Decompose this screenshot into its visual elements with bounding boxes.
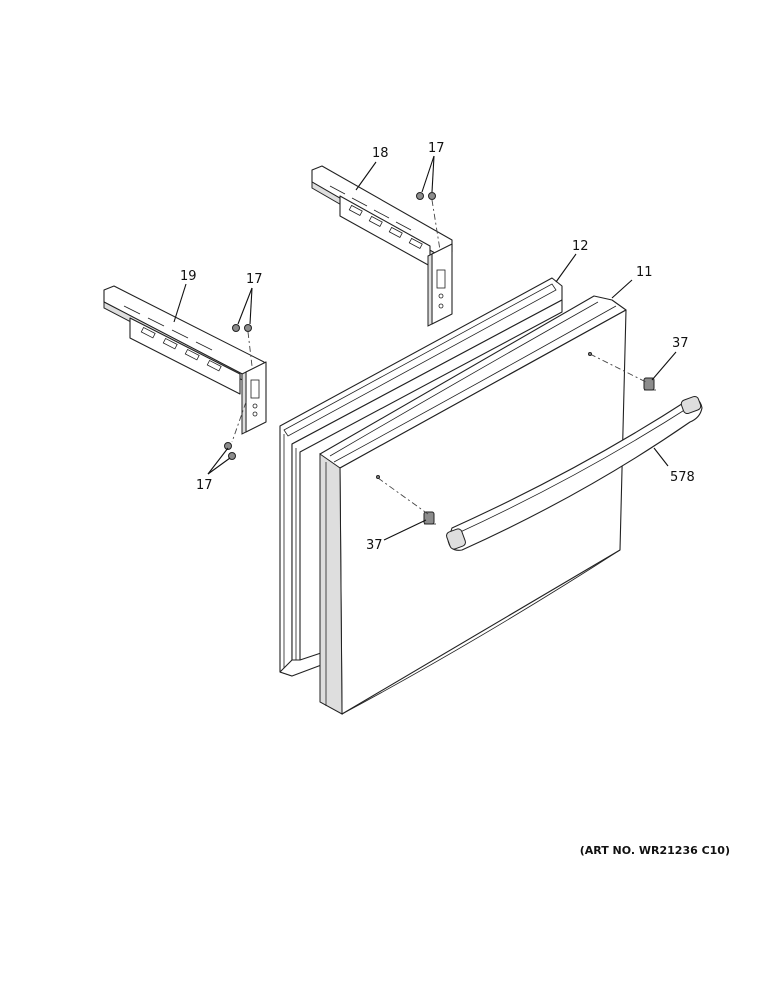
callout-37-lower: 37 [366,538,383,553]
callout-11: 11 [636,265,653,280]
art-number: (ART NO. WR21236 C10) [579,844,730,857]
callout-17-top: 17 [428,141,445,156]
callout-17-left-lower: 17 [196,478,213,493]
callout-37-upper: 37 [672,336,689,351]
callout-18: 18 [372,146,389,161]
callout-578: 578 [670,470,695,485]
callout-19: 19 [180,269,197,284]
callout-12: 12 [572,239,589,254]
door-handle-578 [446,395,703,551]
leader-lines [173,155,677,541]
handle-stud-37-upper [588,352,656,391]
door-gasket-12 [279,277,563,677]
hinge-bracket-19 [103,285,267,460]
handle-stud-37-lower [376,475,436,525]
callout-17-left-upper: 17 [246,272,263,287]
door-panel-11 [319,295,627,715]
hinge-bracket-18 [311,165,453,327]
